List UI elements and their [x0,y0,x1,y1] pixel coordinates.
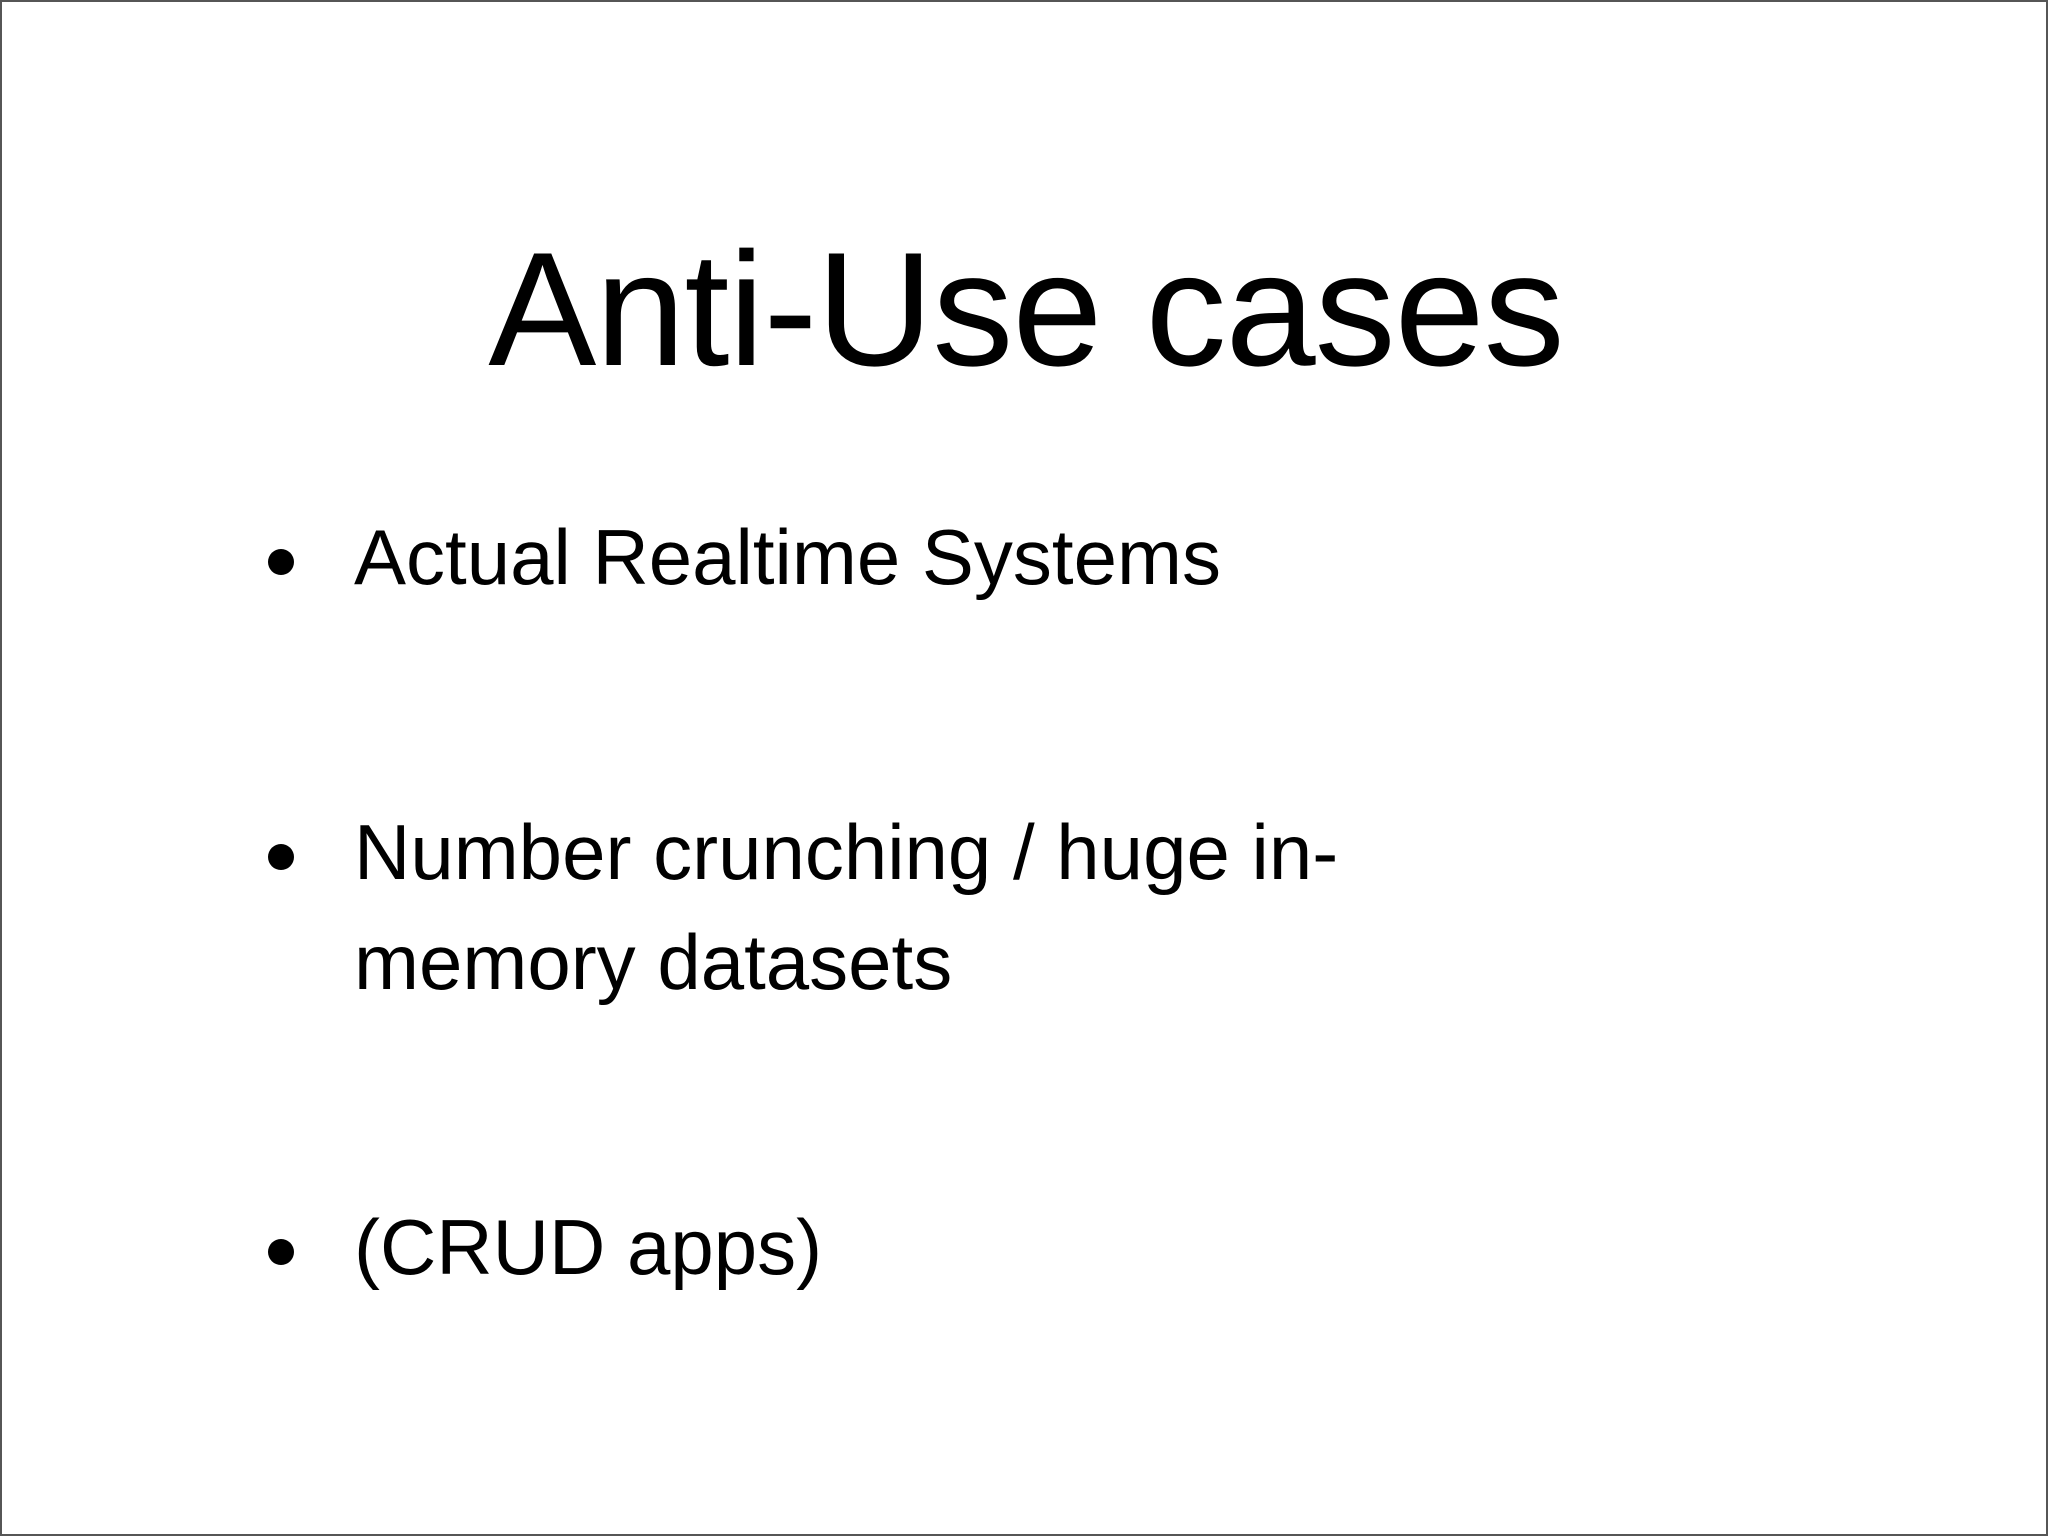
list-item-label: Number crunching / huge in-memory datase… [354,808,1339,1006]
list-item-label: (CRUD apps) [354,1203,823,1291]
list-item: (CRUD apps) [264,1192,1864,1302]
list-item: Number crunching / huge in-memory datase… [264,797,1864,1017]
list-item: Actual Realtime Systems [264,502,1864,612]
filled-circle-bullet-icon [268,1239,294,1265]
filled-circle-bullet-icon [268,844,294,870]
list-item-label: Actual Realtime Systems [354,513,1221,601]
slide-title: Anti-Use cases [488,218,1564,400]
bullet-list: Actual Realtime Systems Number crunching… [264,502,1864,1302]
filled-circle-bullet-icon [268,549,294,575]
